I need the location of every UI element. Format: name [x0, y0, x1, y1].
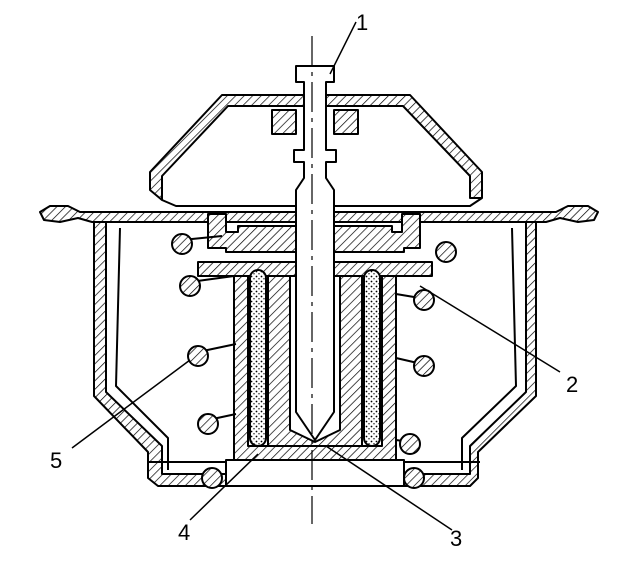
- base-plug: [225, 459, 405, 487]
- lower-cage-frame: [93, 221, 537, 487]
- leader-line-4: [189, 453, 259, 521]
- mounting-flange-right: [329, 205, 599, 223]
- wax-fill-left: [249, 269, 267, 447]
- rod-guide-right: [333, 109, 359, 135]
- callout-2: 2: [566, 372, 578, 397]
- wax-fill-right: [363, 269, 381, 447]
- leader-line-3: [325, 445, 453, 531]
- upper-dome-housing: [149, 94, 483, 201]
- return-spring-left: [171, 233, 237, 489]
- mounting-flange: [39, 205, 301, 223]
- leader-line-5: [71, 359, 191, 449]
- leader-line-1: [329, 21, 357, 75]
- callout-3: 3: [450, 526, 462, 551]
- return-spring-right: [395, 241, 457, 489]
- wax-cup-inner-body: [267, 275, 363, 447]
- leader-line-2: [419, 285, 561, 373]
- callout-5: 5: [50, 448, 62, 473]
- callout-1: 1: [356, 10, 368, 35]
- rod-guide-left: [271, 109, 297, 135]
- cage-inner-left: [115, 227, 169, 470]
- cage-inner-right: [461, 227, 517, 470]
- callout-4: 4: [178, 520, 190, 545]
- piston-rod: [293, 65, 337, 441]
